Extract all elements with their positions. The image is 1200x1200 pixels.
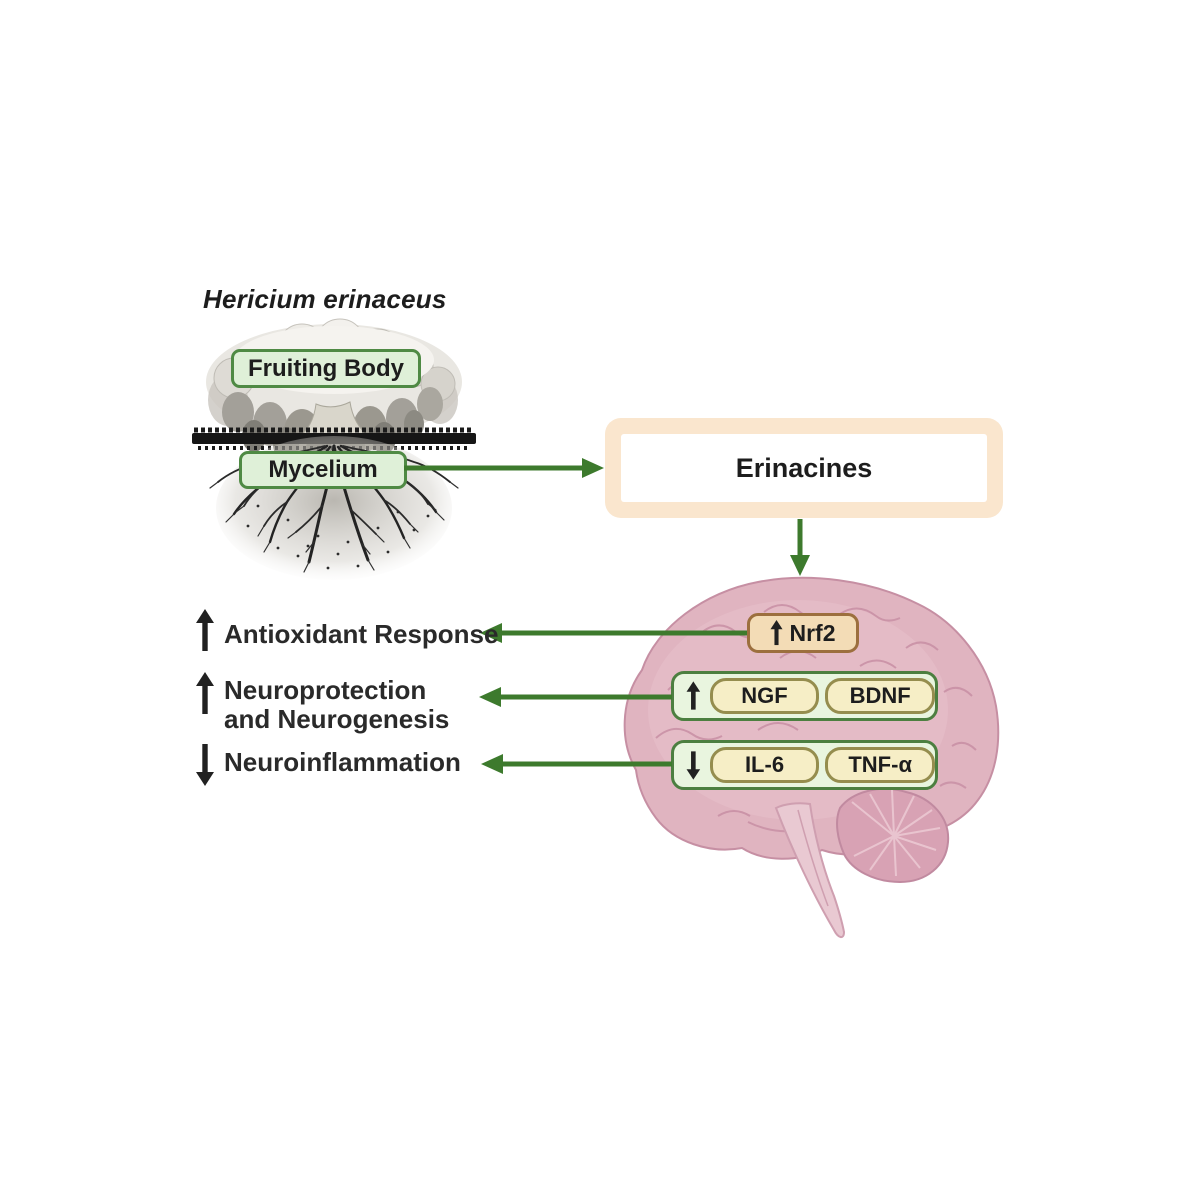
il6-label: IL-6: [744, 752, 785, 777]
erinacines-box: Erinacines: [605, 418, 1003, 518]
cerebellum-striations: [851, 789, 941, 877]
nrf2-label: Nrf2: [789, 619, 836, 646]
tnfa-pill: TNF-α: [825, 747, 936, 783]
species-title: Hericium erinaceus: [203, 284, 447, 314]
effect-neuroprotection-text-line2: and Neurogenesis: [224, 704, 450, 734]
up-arrow-icon: [196, 609, 214, 651]
effect-neuroprotection-text-line1: Neuroprotection: [224, 675, 427, 705]
ngf-to-neuroprotection-arrow-icon: [479, 687, 672, 707]
erinacines-label: Erinacines: [735, 452, 873, 483]
fruiting-body-label: Fruiting Body: [231, 349, 421, 388]
down-arrow-icon: [686, 751, 701, 780]
up-arrow-icon: [686, 681, 701, 710]
bdnf-pill: BDNF: [825, 678, 936, 714]
neurotrophin-marker-box: NGF BDNF: [671, 671, 938, 721]
up-arrow-icon: [196, 672, 214, 714]
bdnf-label: BDNF: [849, 683, 911, 708]
ngf-label: NGF: [741, 683, 788, 708]
cytokine-marker-box: IL-6 TNF-α: [671, 740, 938, 790]
down-arrow-icon: [196, 744, 214, 786]
effect-neuroinflammation-label: Neuroinflammation: [224, 748, 461, 777]
up-arrow-icon: [770, 620, 784, 646]
erinacines-to-brain-arrow-icon: [790, 519, 810, 576]
nrf2-marker-box: Nrf2: [747, 613, 859, 653]
nrf2-to-antioxidant-arrow-icon: [480, 623, 747, 643]
mycelium-to-erinacines-arrow-icon: [404, 458, 604, 478]
erinacines-box-inner: Erinacines: [621, 434, 987, 502]
mycelium-label: Mycelium: [239, 451, 407, 489]
effect-antioxidant-label: Antioxidant Response: [224, 620, 498, 649]
effect-neuroinflammation-text: Neuroinflammation: [224, 747, 461, 777]
effect-antioxidant-text: Antioxidant Response: [224, 619, 499, 649]
effect-neuroprotection-label: Neuroprotection and Neurogenesis: [224, 676, 449, 734]
il6-pill: IL-6: [709, 747, 820, 783]
tnfa-label: TNF-α: [848, 752, 912, 777]
mycelium-label-text: Mycelium: [268, 456, 378, 483]
fruiting-body-label-text: Fruiting Body: [248, 354, 404, 382]
ngf-pill: NGF: [709, 678, 820, 714]
il6-to-neuroinflammation-arrow-icon: [481, 754, 672, 774]
